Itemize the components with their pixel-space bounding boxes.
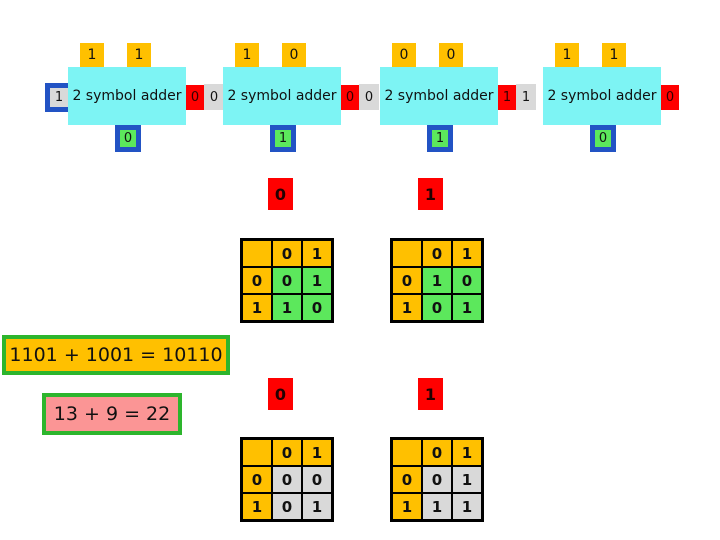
table-header-cell: 1 bbox=[301, 437, 334, 467]
table-value-cell: 1 bbox=[421, 266, 453, 295]
table-value-cell: 1 bbox=[421, 492, 453, 522]
adder-unit-0: 1 1 2 symbol adder 0 0 0 bbox=[68, 43, 258, 155]
carry-truth-table-carry0: 0 1 0 0 0 1 0 1 bbox=[240, 437, 334, 522]
table-header-cell: 1 bbox=[301, 238, 334, 268]
carry-badge: 1 bbox=[418, 378, 443, 410]
table-header-cell: 0 bbox=[271, 437, 303, 467]
sum-box: 1 bbox=[270, 125, 296, 152]
adder-unit-1: 1 0 2 symbol adder 0 0 1 bbox=[223, 43, 413, 155]
adder-unit-3: 1 1 2 symbol adder 0 0 bbox=[543, 43, 720, 155]
adder-block: 2 symbol adder bbox=[380, 67, 498, 125]
table-row-label: 1 bbox=[240, 293, 273, 323]
table-header-cell: 1 bbox=[451, 437, 484, 467]
carry-truth-table-carry1: 0 1 0 0 1 1 1 1 bbox=[390, 437, 484, 522]
sum-box: 1 bbox=[427, 125, 453, 152]
table-row-label: 1 bbox=[240, 492, 273, 522]
sum-box: 0 bbox=[590, 125, 616, 152]
table-row-label: 1 bbox=[390, 492, 423, 522]
sum-box: 0 bbox=[115, 125, 141, 152]
decimal-equation: 13 + 9 = 22 bbox=[42, 393, 182, 435]
table-value-cell: 1 bbox=[301, 492, 334, 522]
adder-block: 2 symbol adder bbox=[543, 67, 661, 125]
table-value-cell: 0 bbox=[301, 465, 334, 494]
sum-truth-table-carry1: 0 1 0 1 0 1 0 1 bbox=[390, 238, 484, 323]
table-value-cell: 1 bbox=[271, 293, 303, 323]
table-value-cell: 0 bbox=[451, 266, 484, 295]
table-row-label: 0 bbox=[240, 266, 273, 295]
table-corner-cell bbox=[240, 238, 273, 268]
table-corner-cell bbox=[390, 437, 423, 467]
carry-propagate-box: 1 bbox=[516, 84, 536, 110]
table-value-cell: 0 bbox=[421, 293, 453, 323]
table-value-cell: 1 bbox=[451, 465, 484, 494]
input-bit-a: 0 bbox=[392, 43, 416, 67]
carry-propagate-box: 0 bbox=[359, 84, 379, 110]
carry-in-box: 0 bbox=[341, 85, 359, 110]
table-row-label: 1 bbox=[390, 293, 423, 323]
table-header-cell: 1 bbox=[451, 238, 484, 268]
carry-in-box: 0 bbox=[186, 85, 204, 110]
table-header-cell: 0 bbox=[421, 238, 453, 268]
input-bit-b: 0 bbox=[439, 43, 463, 67]
table-value-cell: 0 bbox=[271, 266, 303, 295]
table-header-cell: 0 bbox=[271, 238, 303, 268]
carry-badge: 1 bbox=[418, 178, 443, 210]
input-bit-b: 1 bbox=[127, 43, 151, 67]
input-bit-a: 1 bbox=[235, 43, 259, 67]
input-bit-a: 1 bbox=[80, 43, 104, 67]
sum-truth-table-carry0: 0 1 0 0 1 1 1 0 bbox=[240, 238, 334, 323]
carry-in-box: 1 bbox=[498, 85, 516, 110]
adder-block: 2 symbol adder bbox=[68, 67, 186, 125]
table-header-cell: 0 bbox=[421, 437, 453, 467]
table-value-cell: 1 bbox=[451, 492, 484, 522]
carry-propagate-box: 0 bbox=[204, 84, 224, 110]
carry-in-box: 0 bbox=[661, 85, 679, 110]
table-value-cell: 0 bbox=[301, 293, 334, 323]
table-value-cell: 0 bbox=[271, 465, 303, 494]
table-corner-cell bbox=[390, 238, 423, 268]
table-row-label: 0 bbox=[390, 266, 423, 295]
binary-equation: 1101 + 1001 = 10110 bbox=[2, 335, 230, 375]
carry-badge: 0 bbox=[268, 178, 293, 210]
table-value-cell: 1 bbox=[301, 266, 334, 295]
table-corner-cell bbox=[240, 437, 273, 467]
input-bit-b: 0 bbox=[282, 43, 306, 67]
input-bit-b: 1 bbox=[602, 43, 626, 67]
input-bit-a: 1 bbox=[555, 43, 579, 67]
carry-badge: 0 bbox=[268, 378, 293, 410]
table-row-label: 0 bbox=[240, 465, 273, 494]
adder-unit-2: 0 0 2 symbol adder 1 1 1 bbox=[380, 43, 570, 155]
table-row-label: 0 bbox=[390, 465, 423, 494]
table-value-cell: 1 bbox=[451, 293, 484, 323]
adder-block: 2 symbol adder bbox=[223, 67, 341, 125]
table-value-cell: 0 bbox=[421, 465, 453, 494]
table-value-cell: 0 bbox=[271, 492, 303, 522]
